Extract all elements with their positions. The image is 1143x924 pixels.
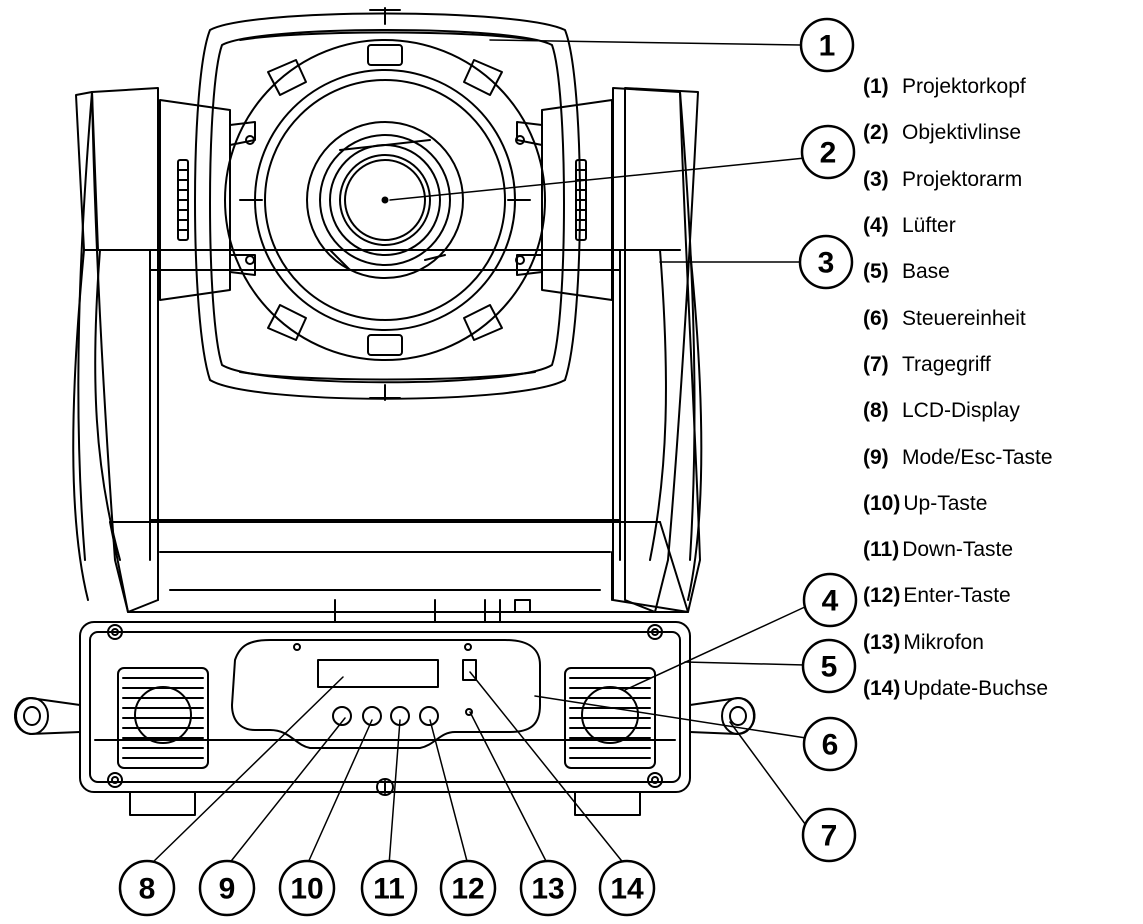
legend-item: (4) Lüfter — [863, 203, 1143, 249]
legend-number: (5) — [863, 260, 889, 284]
legend-item: (7) Tragegriff — [863, 342, 1143, 388]
lcd-display — [317, 659, 439, 688]
control-panel — [231, 639, 541, 749]
callout-12: 12 — [451, 873, 484, 906]
legend-number: (9) — [863, 445, 889, 469]
legend-label: Tragegriff — [902, 352, 991, 376]
legend-number: (13) — [863, 630, 901, 654]
legend-number: (6) — [863, 306, 889, 330]
fan-grille-right — [564, 667, 656, 769]
legend-label: Enter-Taste — [903, 584, 1011, 608]
legend-item: (9) Mode/Esc-Taste — [863, 434, 1143, 480]
legend-label: Mikrofon — [903, 630, 984, 654]
legend-number: (2) — [863, 121, 889, 145]
legend-item: (8) LCD-Display — [863, 388, 1143, 434]
callout-14: 14 — [610, 873, 644, 906]
legend-label: Base — [902, 260, 950, 284]
callout-7: 7 — [821, 820, 838, 853]
legend-number: (10) — [863, 491, 901, 515]
legend-number: (8) — [863, 399, 889, 423]
callout-10: 10 — [290, 873, 323, 906]
base — [14, 621, 756, 816]
legend-label: Mode/Esc-Taste — [902, 445, 1053, 469]
legend-label: Projektorarm — [902, 167, 1023, 191]
callout-13: 13 — [531, 873, 564, 906]
microphone — [465, 708, 473, 716]
legend-label: Steuereinheit — [902, 306, 1026, 330]
callout-9: 9 — [219, 873, 236, 906]
legend-item: (12)Enter-Taste — [863, 573, 1143, 619]
carrying-handle-left — [14, 697, 81, 735]
legend-item: (2) Objektivlinse — [863, 110, 1143, 156]
callout-circles — [118, 17, 858, 917]
callout-1: 1 — [819, 30, 836, 63]
legend-label: Down-Taste — [902, 538, 1014, 562]
legend-number: (4) — [863, 214, 889, 238]
legend-item: (5) Base — [863, 249, 1143, 295]
legend-item: (6) Steuereinheit — [863, 295, 1143, 341]
legend-label: Up-Taste — [903, 491, 988, 515]
update-port — [462, 659, 477, 681]
up-button — [362, 706, 382, 726]
callout-4: 4 — [822, 585, 839, 618]
legend-item: (10)Up-Taste — [863, 481, 1143, 527]
callout-11: 11 — [373, 873, 405, 906]
enter-button — [419, 706, 439, 726]
callout-2: 2 — [820, 137, 837, 170]
legend-label: Update-Buchse — [903, 677, 1049, 700]
callout-5: 5 — [821, 651, 838, 684]
callout-6: 6 — [822, 729, 839, 762]
legend-label: LCD-Display — [902, 399, 1020, 423]
projector-head — [194, 7, 581, 401]
legend-item: (14)Update-Buchse — [863, 666, 1143, 712]
parts-legend: (1) Projektorkopf (2) Objektivlinse (3) Pro… — [863, 64, 1143, 712]
legend-number: (3) — [863, 167, 889, 191]
leader-lines — [149, 39, 812, 866]
legend-label: Objektivlinse — [902, 121, 1022, 145]
legend-number: (12) — [863, 584, 901, 608]
legend-item: (1) Projektorkopf — [863, 64, 1143, 110]
callout-3: 3 — [818, 247, 835, 280]
callout-8: 8 — [139, 873, 156, 906]
legend-label: Lüfter — [902, 214, 956, 238]
legend-item: (3) Projektorarm — [863, 157, 1143, 203]
legend-label: Projektorkopf — [902, 75, 1026, 99]
legend-number: (1) — [863, 75, 889, 99]
legend-item: (13)Mikrofon — [863, 620, 1143, 666]
mode-esc-button — [332, 706, 352, 726]
legend-item: (11)Down-Taste — [863, 527, 1143, 573]
legend-number: (14) — [863, 677, 901, 700]
legend-number: (11) — [863, 538, 900, 562]
legend-number: (7) — [863, 352, 889, 376]
fan-grille-left — [117, 667, 209, 769]
